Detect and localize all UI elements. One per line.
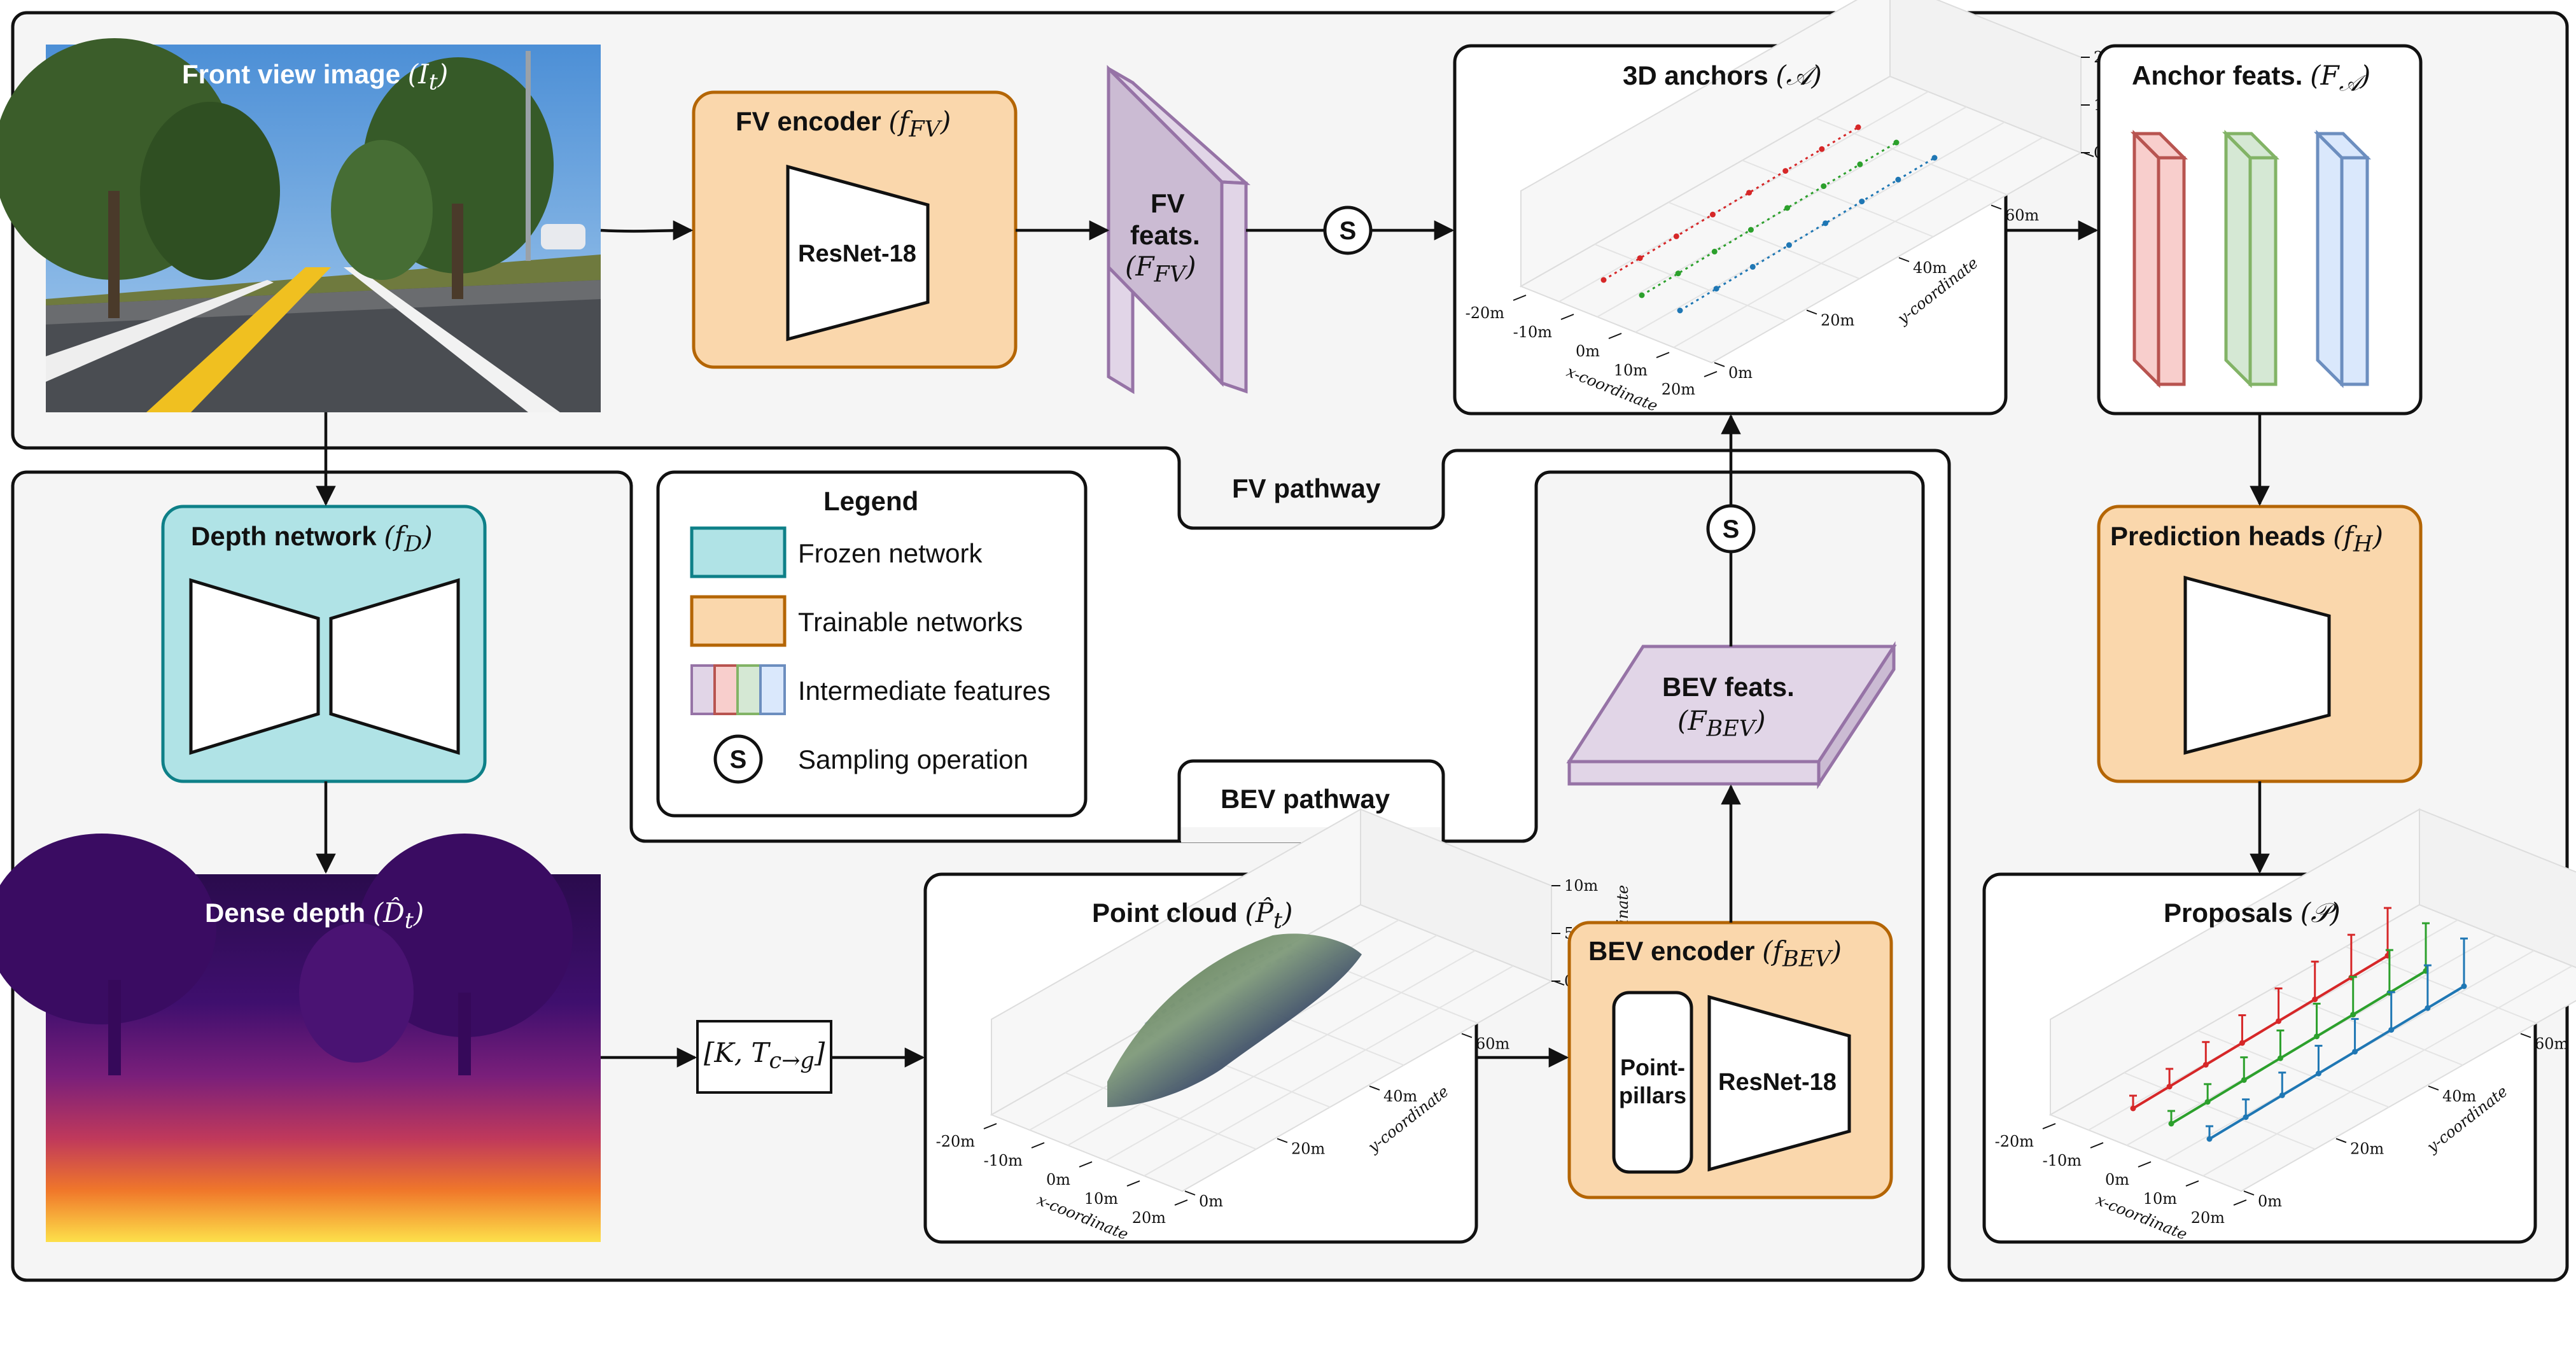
bev-pathway-label: BEV pathway [1221, 784, 1390, 814]
legend-swatch-features [690, 664, 786, 715]
legend-title: Legend [823, 486, 919, 516]
proposals-x-tick: 20m [2191, 1209, 2225, 1227]
sampler-fv-icon: S [1323, 206, 1373, 255]
bev-feats-label: BEV feats. [1662, 672, 1795, 702]
proposals-x-tick: -20m [1995, 1133, 2034, 1150]
point-cloud-blob [1107, 933, 1362, 1107]
legend-swatch-frozen [690, 526, 787, 578]
legend-sampler-letter: S [730, 746, 747, 774]
anchors-y-tick: 0m [1728, 364, 1753, 382]
proposals-y-tick: 0m [2258, 1192, 2282, 1210]
fv-encoder-trapezoid [786, 164, 930, 342]
dense-depth-image [0, 834, 601, 1242]
anchor-feat-green [2222, 129, 2280, 389]
cloud-y-tick: 60m [1476, 1035, 1510, 1053]
legend-item-frozen: Frozen network [798, 538, 983, 568]
sampler-bev-letter: S [1723, 515, 1740, 543]
cloud-y-tick: 0m [1199, 1192, 1223, 1210]
anchors-x-tick: -10m [1513, 323, 1553, 341]
pointpillars-label: Point- pillars [1619, 1054, 1687, 1108]
bev-encoder-backbone: ResNet-18 [1718, 1069, 1837, 1096]
fv-feats-line1: FV [1151, 188, 1185, 218]
prediction-heads-label: Prediction heads (fH) [2110, 520, 2383, 557]
legend-swatch-trainable [690, 595, 787, 647]
anchors-y-tick: 60m [2005, 207, 2040, 225]
cloud-y-tick: 40m [1383, 1087, 1418, 1105]
proposals-x-tick: 0m [2105, 1171, 2129, 1189]
anchor-feat-blue [2313, 129, 2372, 389]
arrow-image-to-fv-encoder [600, 220, 694, 241]
proposals-x-tick: -10m [2043, 1152, 2082, 1169]
anchors-y-tick: 40m [1913, 259, 1947, 277]
depth-decoder-shape [329, 578, 460, 755]
anchors-x-tick: 20m [1662, 380, 1696, 398]
bev-encoder-trapezoid [1707, 995, 1851, 1172]
proposals-y-tick: 60m [2535, 1035, 2569, 1053]
cloud-x-tick: 10m [1084, 1190, 1119, 1208]
legend-item-sampling: Sampling operation [798, 744, 1028, 774]
legend-item-features: Intermediate features [798, 676, 1051, 706]
anchors-x-tick: 10m [1614, 361, 1648, 379]
fv-pathway-label: FV pathway [1232, 473, 1381, 503]
sampler-fv-letter: S [1340, 217, 1357, 245]
fv-encoder-label: FV encoder (fFV) [736, 106, 951, 143]
proposals-y-tick: 40m [2442, 1087, 2477, 1105]
anchors-y-tick: 20m [1821, 312, 1855, 330]
proposals-label: Proposals (𝒫) [2164, 897, 2341, 928]
depth-network-label: Depth network (fD) [191, 520, 433, 557]
bev-feats-symbol: (FBEV) [1677, 705, 1766, 742]
dense-depth-label: Dense depth (D̂t) [205, 897, 424, 934]
proposals-x-tick: 10m [2143, 1190, 2178, 1208]
prediction-heads-trapezoid [2183, 575, 2331, 755]
anchors-x-tick: -20m [1466, 304, 1505, 322]
depth-encoder-shape [189, 578, 320, 755]
anchors-x-tick: 0m [1576, 342, 1600, 360]
cloud-x-tick: 20m [1132, 1209, 1166, 1227]
point-cloud-label: Point cloud (P̂t) [1092, 897, 1293, 934]
fv-encoder-backbone: ResNet-18 [798, 241, 916, 267]
front-view-label: Front view image (It) [182, 59, 449, 95]
front-view-image [0, 38, 601, 412]
cloud-x-tick: -10m [984, 1152, 1023, 1169]
arrows [316, 220, 2270, 1068]
fv-feats-prism [1107, 64, 1251, 394]
anchors-label: 3D anchors (𝒜) [1623, 60, 1822, 91]
pointpillars-box [1612, 991, 1693, 1174]
legend-sampler-icon: S [713, 734, 763, 784]
cloud-x-tick: -20m [936, 1133, 976, 1150]
anchor-feats-label: Anchor feats. (F𝒜) [2132, 60, 2371, 97]
sampler-bev-icon: S [1706, 504, 1756, 554]
anchor-feat-boxes [2130, 129, 2372, 389]
fv-feats-line2: feats. [1130, 220, 1200, 250]
projection-label: [K, Tc→g] [704, 1037, 825, 1074]
proposals-y-tick: 20m [2350, 1140, 2384, 1158]
cloud-y-tick: 20m [1291, 1140, 1326, 1158]
anchor-feat-red [2130, 129, 2188, 389]
cloud-x-tick: 0m [1046, 1171, 1070, 1189]
cloud-z-tick: 10m [1564, 877, 1599, 895]
bev-feats-slab [1566, 641, 1897, 790]
legend-item-trainable: Trainable networks [798, 607, 1023, 637]
fv-feats-symbol: (FFV) [1125, 251, 1196, 288]
bev-encoder-label: BEV encoder (fBEV) [1588, 935, 1842, 972]
projection-box [696, 1020, 832, 1094]
